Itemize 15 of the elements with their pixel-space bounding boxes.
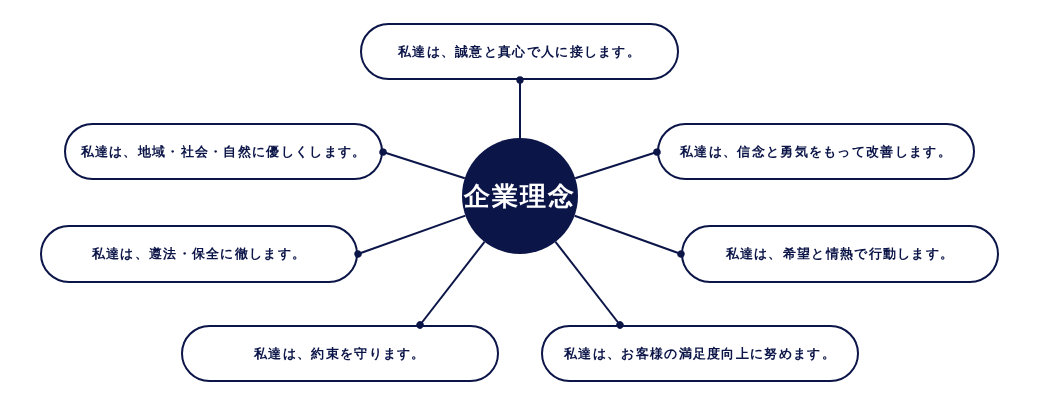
connector-line bbox=[354, 214, 467, 258]
statement-pill: 私達は、信念と勇気をもって改善します。 bbox=[657, 123, 975, 180]
connector-line bbox=[516, 76, 524, 139]
statement-pill: 私達は、約束を守ります。 bbox=[181, 325, 499, 382]
connector-line bbox=[574, 148, 661, 180]
statement-pill: 私達は、誠意と真心で人に接します。 bbox=[360, 23, 679, 80]
center-circle: 企業理念 bbox=[462, 138, 578, 254]
statement-pill: 私達は、希望と情熱で行動します。 bbox=[681, 225, 999, 283]
statement-pill: 私達は、遵法・保全に徹します。 bbox=[40, 225, 358, 283]
statement-pill: 私達は、地域・社会・自然に優しくします。 bbox=[64, 123, 383, 180]
connector-line bbox=[554, 240, 624, 329]
connector-line bbox=[573, 214, 685, 258]
statement-pill: 私達は、お客様の満足度向上に努めます。 bbox=[541, 325, 859, 382]
connector-line bbox=[416, 240, 486, 329]
connector-line bbox=[379, 148, 466, 180]
